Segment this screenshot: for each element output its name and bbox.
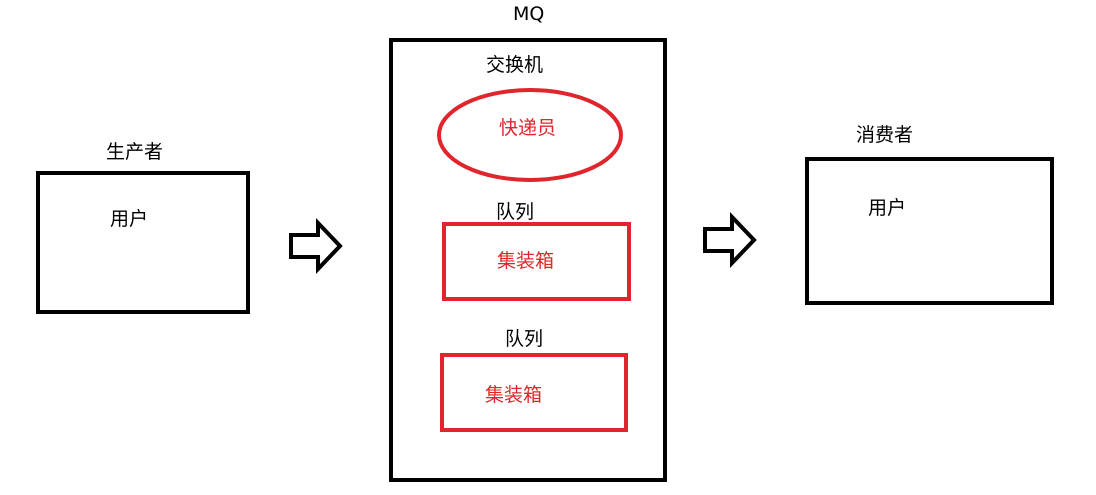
- exchange-ellipse: [437, 88, 623, 182]
- arrow-right-icon: [703, 212, 757, 268]
- queue-1-box: [442, 222, 631, 301]
- producer-box: [36, 171, 250, 314]
- consumer-box: [805, 157, 1054, 305]
- queue-2-inner-label: 集装箱: [485, 384, 543, 406]
- mq-box: [389, 38, 667, 482]
- exchange-inner-label: 快递员: [499, 117, 557, 139]
- queue-1-inner-label: 集装箱: [497, 250, 555, 272]
- queue-2-label: 队列: [505, 328, 544, 350]
- exchange-label: 交换机: [486, 54, 544, 76]
- mq-title: MQ: [513, 3, 545, 25]
- consumer-title: 消费者: [856, 124, 914, 146]
- queue-1-label: 队列: [496, 201, 535, 223]
- arrow-right-icon: [289, 218, 343, 274]
- producer-title: 生产者: [106, 141, 164, 163]
- queue-2-box: [440, 353, 628, 432]
- consumer-user-label: 用户: [868, 197, 907, 219]
- producer-user-label: 用户: [110, 208, 149, 230]
